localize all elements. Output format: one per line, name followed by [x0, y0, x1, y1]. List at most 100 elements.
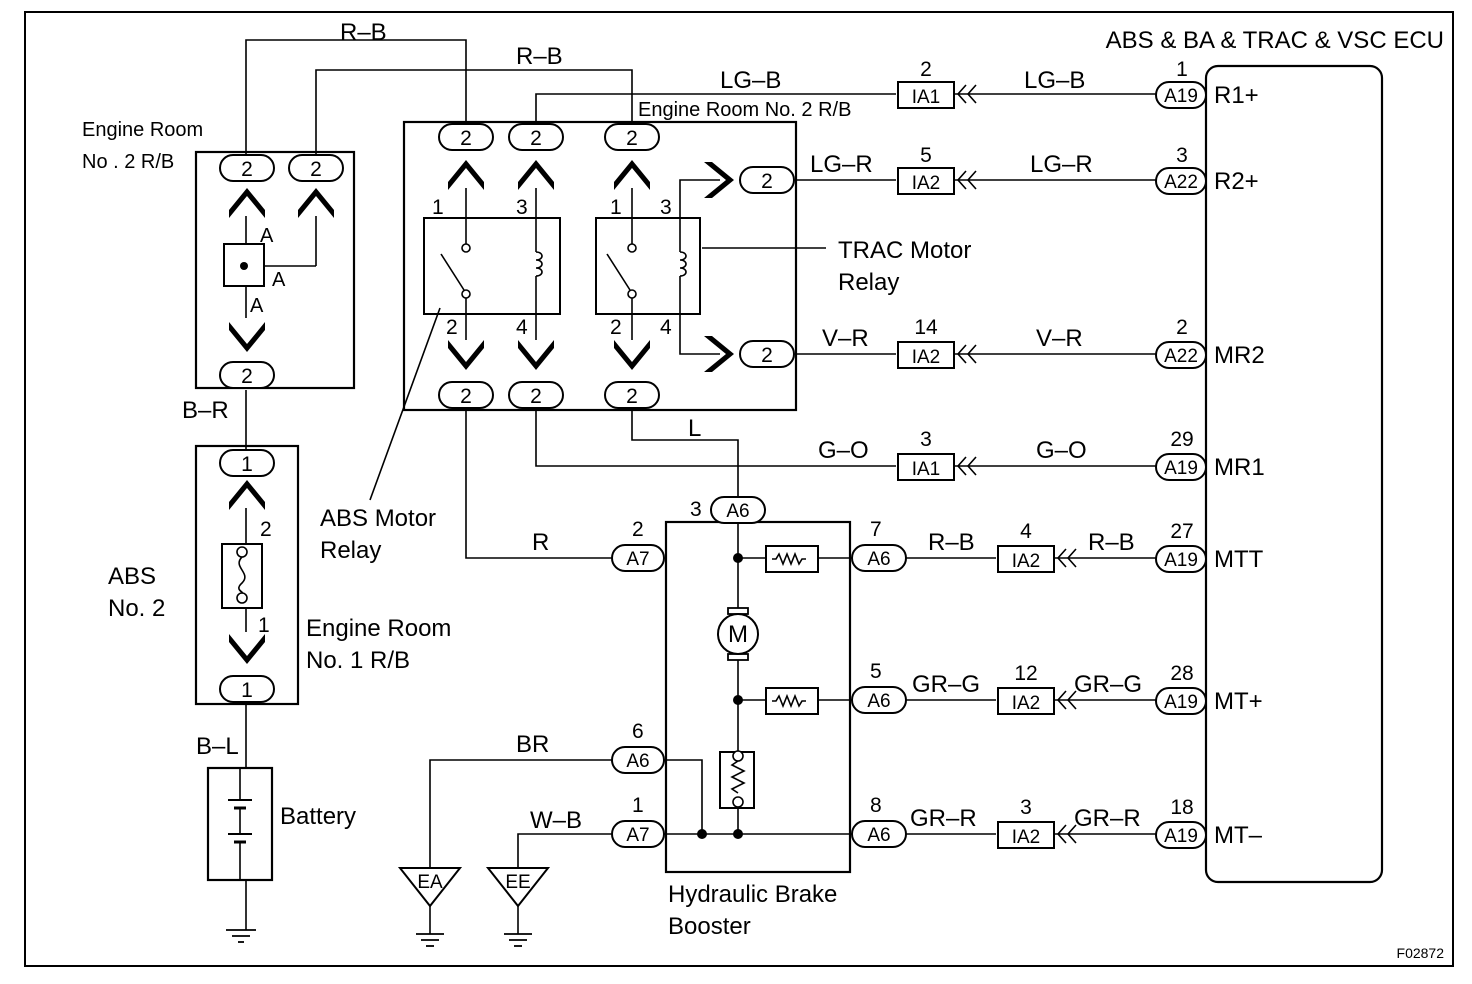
svg-text:18: 18 [1170, 796, 1193, 819]
abs-no2-label-2: No. 2 [108, 595, 165, 622]
wires [245, 39, 1156, 934]
battery-label: Battery [280, 803, 356, 830]
hydraulic-brake-booster: Hydraulic Brake Booster A6 3 M [664, 496, 852, 940]
svg-text:2: 2 [610, 316, 622, 339]
svg-text:2: 2 [632, 518, 644, 541]
svg-text:A7: A7 [626, 825, 649, 846]
svg-text:2: 2 [446, 316, 458, 339]
svg-text:1: 1 [632, 794, 644, 817]
abs-motor-relay [423, 217, 561, 315]
svg-text:2: 2 [530, 385, 542, 408]
svg-text:IA2: IA2 [1012, 827, 1041, 848]
svg-text:5: 5 [870, 660, 882, 683]
wire-labels: R–B R–B LG–B LG–B LG–R LG–R V–R V–R G–O … [182, 19, 1142, 834]
trac-relay-label-1: TRAC Motor [838, 237, 971, 264]
svg-text:2: 2 [1176, 316, 1188, 339]
svg-text:2: 2 [460, 127, 472, 150]
svg-text:1: 1 [432, 196, 444, 219]
svg-text:3: 3 [1176, 144, 1188, 167]
svg-text:A: A [272, 269, 286, 291]
svg-text:A19: A19 [1164, 692, 1198, 713]
svg-text:A19: A19 [1164, 826, 1198, 847]
svg-text:1: 1 [1176, 58, 1188, 81]
abs-relay-label-2: Relay [320, 537, 381, 564]
svg-text:BR: BR [516, 731, 549, 758]
svg-text:5: 5 [920, 144, 932, 167]
svg-text:3: 3 [690, 498, 702, 521]
svg-text:2: 2 [241, 158, 253, 181]
svg-text:EA: EA [417, 872, 443, 893]
svg-text:2: 2 [626, 385, 638, 408]
svg-text:4: 4 [516, 316, 528, 339]
svg-text:A19: A19 [1164, 458, 1198, 479]
booster-label-2: Booster [668, 913, 751, 940]
svg-text:G–O: G–O [1036, 437, 1087, 464]
ecu-title: ABS & BA & TRAC & VSC ECU [1106, 27, 1444, 54]
svg-text:28: 28 [1170, 662, 1193, 685]
svg-text:A6: A6 [626, 751, 649, 772]
svg-text:GR–G: GR–G [912, 671, 980, 698]
svg-text:GR–G: GR–G [1074, 671, 1142, 698]
svg-text:A: A [260, 225, 274, 247]
engine-room-no2-rb-relays: Engine Room No. 2 R/B 2 2 2 2 2 2 1 3 2 [402, 99, 851, 412]
svg-text:2: 2 [761, 344, 773, 367]
svg-text:LG–B: LG–B [720, 67, 781, 94]
svg-text:A: A [250, 295, 264, 317]
svg-text:GR–R: GR–R [1074, 805, 1141, 832]
junction-connectors: IA1 2 IA2 5 IA2 14 IA1 3 IA2 4 IA2 12 IA… [897, 58, 1077, 849]
svg-text:A6: A6 [867, 549, 890, 570]
terminal-mtt: MTT [1214, 546, 1264, 573]
svg-text:A6: A6 [726, 501, 749, 522]
terminal-mtm: MT– [1214, 822, 1263, 849]
svg-text:1: 1 [258, 614, 270, 637]
svg-text:14: 14 [914, 316, 938, 339]
svg-text:4: 4 [660, 316, 672, 339]
svg-text:2: 2 [920, 58, 932, 81]
er2-left-label-2: No . 2 R/B [82, 151, 174, 173]
svg-text:A19: A19 [1164, 550, 1198, 571]
svg-text:V–R: V–R [822, 325, 869, 352]
svg-text:A19: A19 [1164, 86, 1198, 107]
abs-no2-label-1: ABS [108, 563, 156, 590]
er1-label-2: No. 1 R/B [306, 647, 410, 674]
svg-text:LG–B: LG–B [1024, 67, 1085, 94]
booster-label-1: Hydraulic Brake [668, 881, 837, 908]
svg-text:IA2: IA2 [912, 347, 941, 368]
motor-symbol: M [728, 621, 748, 648]
ground-ee: EE [485, 867, 551, 947]
svg-text:R–B: R–B [340, 19, 387, 46]
engine-room-no1-rb: 1 2 1 1 ABS No. 2 Engine Room No. 1 R/B [108, 444, 451, 706]
svg-text:R–B: R–B [928, 529, 975, 556]
er2-relay-label: Engine Room No. 2 R/B [638, 99, 851, 121]
svg-text:IA2: IA2 [1012, 693, 1041, 714]
svg-text:3: 3 [920, 428, 932, 451]
svg-text:2: 2 [761, 170, 773, 193]
svg-text:G–O: G–O [818, 437, 869, 464]
svg-text:GR–R: GR–R [910, 805, 977, 832]
svg-text:LG–R: LG–R [1030, 151, 1093, 178]
ecu-terminals: R1+ R2+ MR2 MR1 MTT MT+ MT– [1214, 82, 1265, 849]
svg-text:1: 1 [241, 453, 253, 476]
connector-set: A7 2 A6 6 A7 1 A6 7 A6 5 A6 8 A19 1 A22 … [611, 58, 1207, 849]
svg-text:29: 29 [1170, 428, 1193, 451]
svg-text:R: R [532, 529, 549, 556]
abs-no2-fuse [221, 543, 263, 609]
svg-text:3: 3 [516, 196, 528, 219]
trac-motor-relay [595, 217, 701, 315]
svg-text:A22: A22 [1164, 346, 1198, 367]
terminal-r1: R1+ [1214, 82, 1259, 109]
battery: Battery [206, 766, 356, 943]
svg-text:12: 12 [1014, 662, 1037, 685]
terminal-r2: R2+ [1214, 168, 1259, 195]
trac-relay-label-2: Relay [838, 269, 899, 296]
svg-text:3: 3 [1020, 796, 1032, 819]
svg-text:A6: A6 [867, 691, 890, 712]
svg-text:2: 2 [530, 127, 542, 150]
er2-left-label-1: Engine Room [82, 119, 203, 141]
svg-text:1: 1 [241, 679, 253, 702]
er1-label-1: Engine Room [306, 615, 451, 642]
svg-text:IA1: IA1 [912, 459, 941, 480]
svg-text:A6: A6 [867, 825, 890, 846]
svg-text:2: 2 [260, 518, 272, 541]
svg-text:A7: A7 [626, 549, 649, 570]
